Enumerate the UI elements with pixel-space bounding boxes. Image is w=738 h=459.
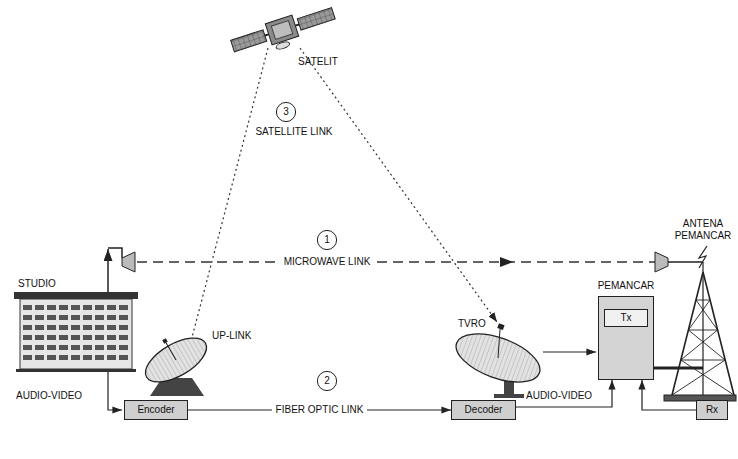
uplink-label: UP-LINK	[212, 330, 251, 342]
studio-signal-line	[108, 372, 122, 410]
node-label: 2	[324, 375, 330, 387]
transmitter-box: PEMANCARTx	[598, 296, 654, 380]
satellite-figure	[229, 3, 339, 63]
link-label: FIBER OPTIC LINK	[272, 404, 368, 416]
decoder-box: Decoder	[451, 400, 516, 420]
antenna-tower	[664, 246, 736, 401]
callout-circle: 2	[317, 371, 337, 391]
signal-label: AUDIO-VIDEO	[16, 390, 82, 402]
uplink-beam	[190, 48, 268, 345]
studio-label: STUDIO	[18, 278, 56, 290]
callout-circle: 3	[276, 102, 296, 122]
tvro-label: TVRO	[458, 318, 486, 330]
receiver-box: Rx	[696, 400, 728, 420]
link-label: SATELLITE LINK	[255, 126, 332, 138]
microwave-arrowhead	[500, 257, 513, 267]
node-label: Tx	[620, 312, 631, 324]
tvro-feed-arrow	[543, 351, 596, 352]
uplink-dish	[135, 322, 214, 396]
node-label: Encoder	[137, 404, 174, 416]
callout-circle: 1	[317, 230, 337, 250]
downlink-beam	[300, 48, 497, 322]
tower-horn	[655, 252, 703, 272]
satellite-label: SATELIT	[298, 56, 338, 68]
studio-building	[14, 292, 138, 372]
node-heading: PEMANCAR	[598, 280, 655, 292]
signal-connector	[516, 380, 612, 407]
node-label: Rx	[706, 404, 718, 416]
signal-label: AUDIO-VIDEO	[526, 390, 592, 402]
node-label: 3	[283, 106, 289, 118]
tvro-dish	[450, 312, 551, 398]
microwave-beam	[137, 261, 655, 262]
node-label: 1	[324, 234, 330, 246]
studio-mast	[108, 248, 135, 292]
antenna-label: ANTENA PEMANCAR	[670, 218, 736, 242]
node-label: Decoder	[465, 404, 503, 416]
feed-line	[654, 367, 703, 370]
signal-connector	[642, 380, 696, 410]
encoder-box: Encoder	[124, 400, 188, 420]
link-label: MICROWAVE LINK	[280, 256, 375, 268]
tx-box: Tx	[604, 309, 648, 327]
